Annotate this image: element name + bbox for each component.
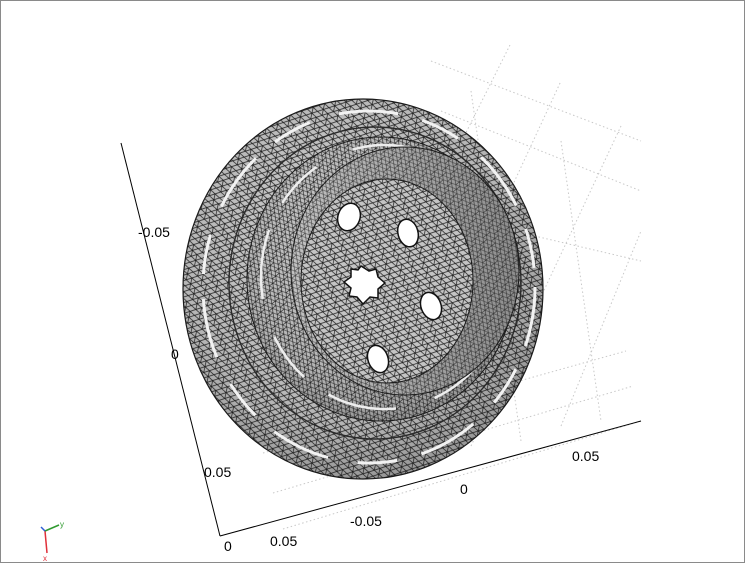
- tick-label: 0.05: [572, 448, 599, 464]
- axis-frame: [120, 142, 642, 537]
- triad-y-label: y: [60, 520, 64, 529]
- tick-label: 0: [171, 346, 179, 362]
- tick-label: 0.05: [204, 464, 231, 480]
- triad-y-axis: [44, 524, 60, 532]
- tick-label: -0.05: [138, 224, 170, 240]
- triad-z-axis: [40, 526, 46, 532]
- tick-label: -0.05: [350, 513, 382, 529]
- bolt-holes: [336, 202, 443, 374]
- axis-tick-labels: -0.05 0 0.05 0 0.05 -0.05 0 0.05: [138, 224, 599, 554]
- triad-x-label: x: [43, 554, 47, 562]
- tick-label: 0.05: [270, 533, 297, 549]
- wheel-mesh: [182, 98, 544, 480]
- triad-x-axis: [44, 530, 48, 554]
- tick-label: 0: [224, 538, 232, 554]
- center-hub-hole: [342, 264, 387, 306]
- tick-label: 0: [460, 481, 468, 497]
- axis-orientation-triad: y x: [40, 520, 64, 562]
